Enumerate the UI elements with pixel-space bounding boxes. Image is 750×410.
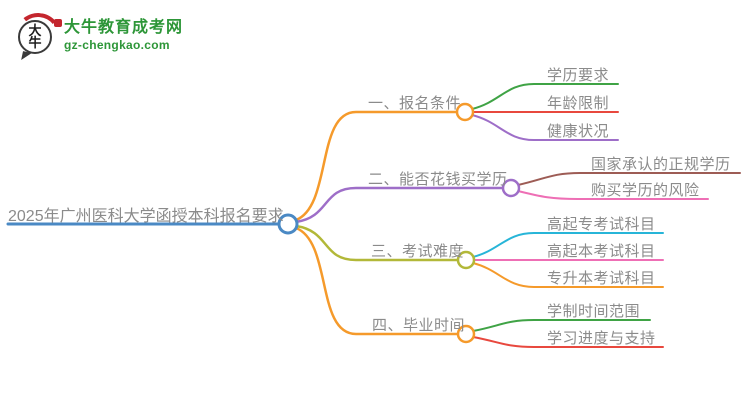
logo-url: gz-chengkao.com bbox=[64, 38, 170, 52]
leaf-2-1-connector bbox=[517, 172, 741, 186]
root-topic[interactable]: 2025年广州医科大学函授本科报名要求 bbox=[8, 208, 284, 225]
leaf-topic-1-3[interactable]: 健康状况 bbox=[547, 123, 610, 140]
leaf-1-3-connector bbox=[471, 114, 619, 141]
leaf-topic-4-2[interactable]: 学习进度与支持 bbox=[547, 330, 656, 347]
leaf-topic-2-2[interactable]: 购买学历的风险 bbox=[591, 182, 700, 199]
branch-3-node-handle[interactable] bbox=[456, 250, 476, 270]
branch-3-connector bbox=[294, 224, 460, 262]
red-seal-icon bbox=[54, 19, 62, 27]
leaf-1-1-connector bbox=[471, 83, 619, 110]
leaf-topic-1-1[interactable]: 学历要求 bbox=[547, 67, 610, 84]
branch-topic-4[interactable]: 四、毕业时间 bbox=[372, 317, 466, 334]
logo-char-bottom: 牛 bbox=[28, 35, 42, 50]
leaf-topic-3-2[interactable]: 高起本考试科目 bbox=[547, 243, 656, 260]
branch-1-connector bbox=[294, 110, 459, 222]
leaf-topic-1-2[interactable]: 年龄限制 bbox=[547, 95, 610, 112]
daniu-bubble-icon: 大 牛 bbox=[18, 20, 52, 54]
leaf-topic-4-1[interactable]: 学制时间范围 bbox=[547, 303, 641, 320]
branch-4-node-handle[interactable] bbox=[456, 324, 476, 344]
root-node-handle[interactable] bbox=[277, 213, 299, 235]
branch-topic-2[interactable]: 二、能否花钱买学历 bbox=[368, 171, 508, 188]
leaf-2-2-connector bbox=[517, 190, 709, 200]
leaf-4-2-connector bbox=[472, 336, 664, 348]
site-logo[interactable]: 大 牛 大牛教育成考网 gz-chengkao.com bbox=[12, 10, 206, 62]
branch-2-node-handle[interactable] bbox=[501, 178, 521, 198]
leaf-topic-2-1[interactable]: 国家承认的正规学历 bbox=[591, 156, 731, 173]
leaf-3-1-connector bbox=[472, 232, 664, 258]
branch-topic-3[interactable]: 三、考试难度 bbox=[371, 243, 465, 260]
branch-2-connector bbox=[294, 186, 505, 224]
branch-topic-1[interactable]: 一、报名条件 bbox=[368, 95, 462, 112]
logo-title: 大牛教育成考网 bbox=[64, 19, 184, 36]
leaf-topic-3-3[interactable]: 专升本考试科目 bbox=[547, 270, 656, 287]
leaf-4-1-connector bbox=[472, 319, 651, 332]
branch-4-connector bbox=[294, 226, 460, 336]
leaf-3-3-connector bbox=[472, 262, 664, 288]
logo-text-block: 大牛教育成考网 gz-chengkao.com bbox=[64, 18, 183, 52]
logo-char-top: 大 bbox=[28, 23, 42, 38]
leaf-topic-3-1[interactable]: 高起专考试科目 bbox=[547, 216, 656, 233]
branch-1-node-handle[interactable] bbox=[455, 102, 475, 122]
